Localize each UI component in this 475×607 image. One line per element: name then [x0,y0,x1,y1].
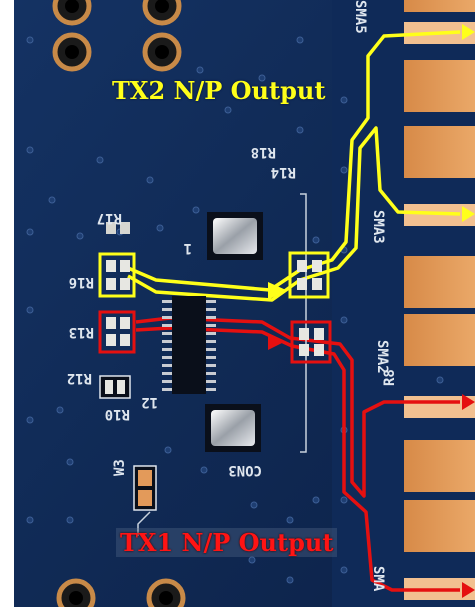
r16-pads [98,252,136,298]
through-hole-pads-bottom [56,578,186,607]
silk-pin12: 12 [141,394,158,410]
r14-pads [288,251,330,299]
through-hole-pads-top [52,0,182,72]
silk-con3: CON3 [228,462,262,478]
silk-sma2: SMA2 [374,340,390,374]
silk-r18: R18 [251,144,276,160]
sma-pads [404,0,475,552]
w3-pads [133,465,157,511]
silk-r13: R13 [69,324,94,340]
silk-r17: R17 [97,210,122,226]
r17-pads [106,222,130,234]
silk-r12: R12 [67,370,92,386]
silkscreen-text: R18 R14 R17 R16 R13 R12 R10 R8 W3 CON3 1… [67,0,398,592]
tx1-traces [135,316,460,592]
tx2-traces [127,30,461,302]
silk-sma3: SMA3 [370,210,386,244]
silk-sma5: SMA5 [352,0,368,34]
silk-sma1: SMA [370,566,386,592]
r8-pads [290,320,332,364]
silk-r8: R8 [382,369,398,386]
tx1-output-label: TX1 N/P Output [116,528,338,557]
r13-pads [98,310,136,354]
silk-pin1: 1 [184,240,192,256]
silk-r10: R10 [105,406,130,422]
ic-chip [162,296,216,394]
silk-w3: W3 [112,459,128,476]
silk-r16: R16 [69,274,94,290]
tx2-output-label: TX2 N/P Output [112,76,326,105]
r10-pads [99,375,131,399]
connector-pads [205,212,263,452]
silk-r14: R14 [271,164,296,180]
